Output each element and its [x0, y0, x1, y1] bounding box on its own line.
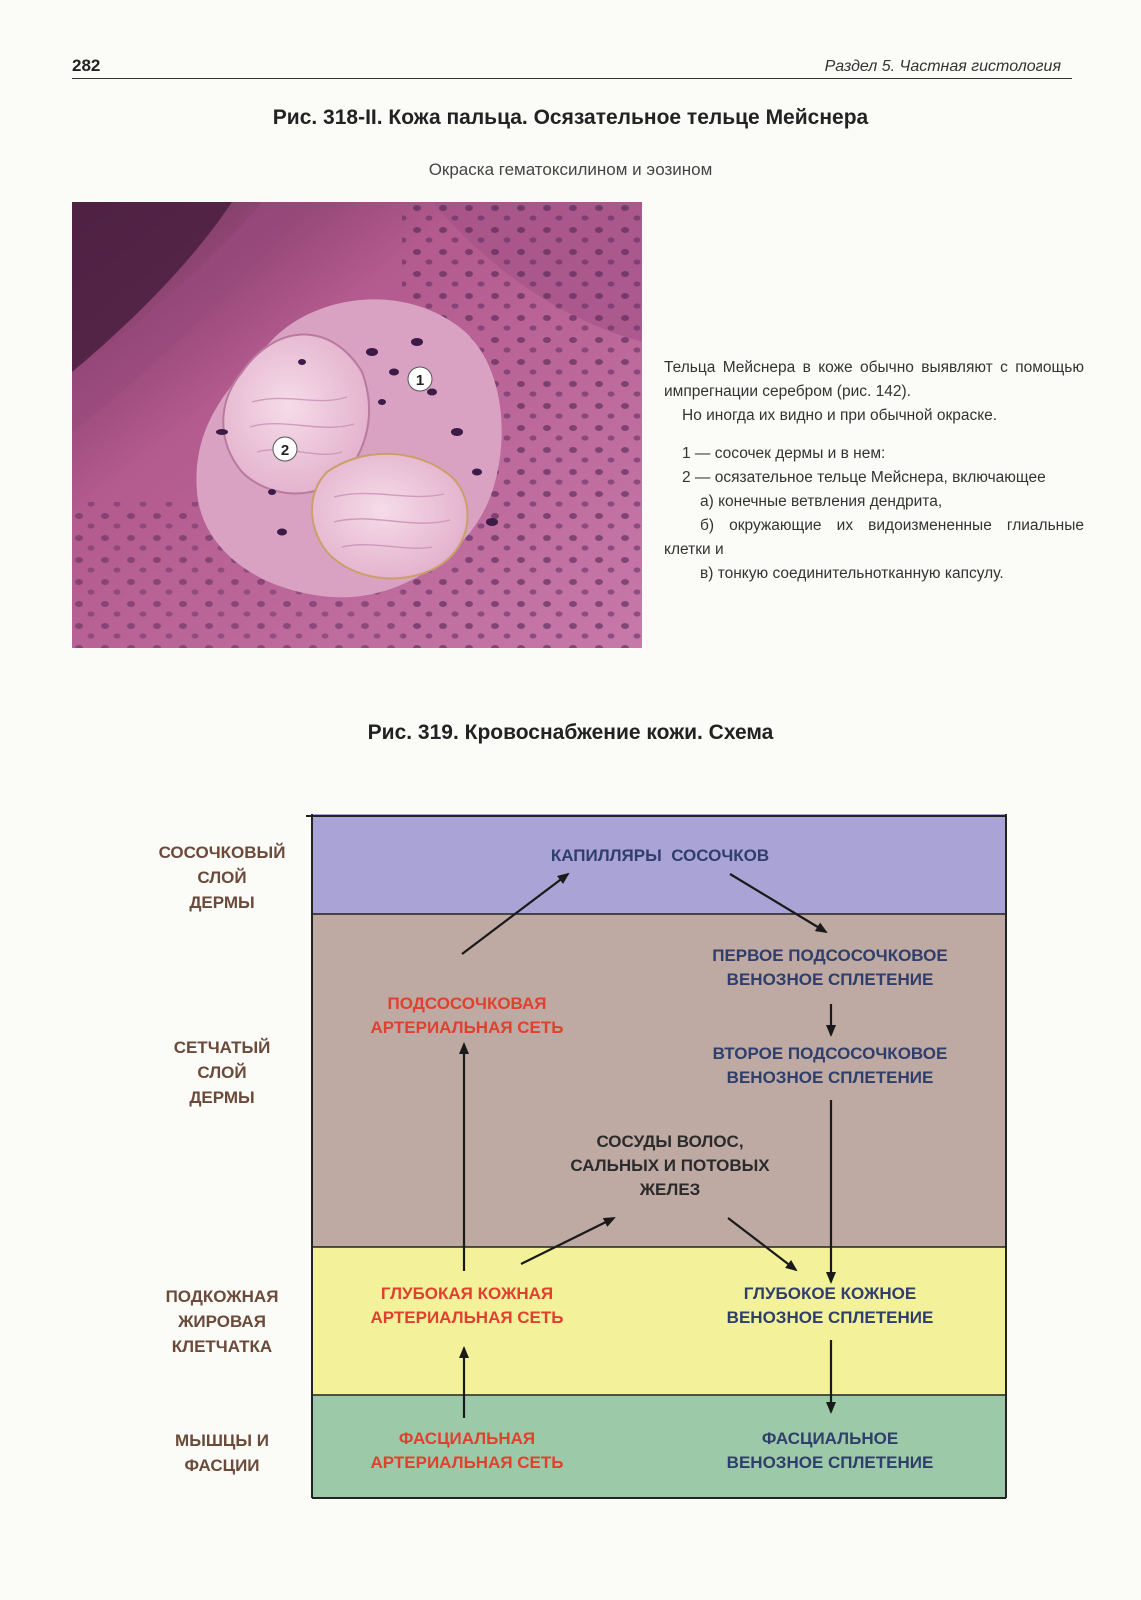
marker-1: 1 — [416, 372, 424, 389]
figure-318-subtitle: Окраска гематоксилином и эозином — [428, 160, 713, 179]
figure-318-caption: Тельца Мейснера в коже обычно выявляют с… — [664, 356, 1084, 586]
arrow-deep-arterial-to-appendages — [520, 1217, 616, 1265]
caption-item-1: 1 — сосочек дермы и в нем: — [682, 445, 886, 462]
node-first-subpapillary-venous-plexus: ПЕРВОЕ ПОДСОСОЧКОВОЕ ВЕНОЗНОЕ СПЛЕТЕНИЕ — [712, 946, 948, 989]
caption-sub-b: б) окружающие их видоизмененные глиальны… — [664, 517, 1084, 558]
node-deep-dermal-venous-plexus: ГЛУБОКОЕ КОЖНОЕ ВЕНОЗНОЕ СПЛЕТЕНИЕ — [726, 1284, 934, 1327]
arrow-capillaries-to-first-venous — [729, 873, 828, 934]
label-muscle-fascia: МЫШЦЫ И ФАСЦИИ — [175, 1431, 269, 1475]
band-subcutaneous — [312, 1247, 1006, 1395]
caption-sub-c: в) тонкую соединительнотканную капсулу. — [700, 565, 1004, 582]
caption-intro-1: Тельца Мейснера в коже обычно выявляют с… — [664, 359, 1084, 400]
node-appendage-vessels: СОСУДЫ ВОЛОС, САЛЬНЫХ И ПОТОВЫХ ЖЕЛЕЗ — [570, 1132, 770, 1199]
node-papillary-capillaries: КАПИЛЛЯРЫ СОСОЧКОВ — [550, 846, 770, 865]
label-papillary-layer: СОСОЧКОВЫЙ СЛОЙ ДЕРМЫ — [158, 843, 286, 912]
caption-sub-a: а) конечные ветвления дендрита, — [700, 493, 943, 510]
micrograph: 1 2 — [72, 202, 642, 648]
page-number: 282 — [72, 56, 101, 75]
figure-318-title: Рис. 318-II. Кожа пальца. Осязательное т… — [272, 106, 869, 129]
label-subcutaneous-fat: ПОДКОЖНАЯ ЖИРОВАЯ КЛЕТЧАТКА — [165, 1287, 279, 1356]
figure-319-title: Рис. 319. Кровоснабжение кожи. Схема — [367, 721, 774, 744]
header-rule — [72, 78, 1072, 79]
node-subpapillary-arterial-network: ПОДСОСОЧКОВАЯ АРТЕРИАЛЬНАЯ СЕТЬ — [370, 994, 564, 1037]
caption-item-2: 2 — осязательное тельце Мейснера, включа… — [682, 469, 1046, 486]
caption-intro-2: Но иногда их видно и при обычной окраске… — [682, 407, 998, 424]
band-reticular — [312, 914, 1006, 1247]
arrow-subpapillary-to-capillaries — [461, 872, 570, 955]
arrow-appendages-to-deep-venous — [727, 1217, 798, 1272]
node-second-subpapillary-venous-plexus: ВТОРОЕ ПОДСОСОЧКОВОЕ ВЕНОЗНОЕ СПЛЕТЕНИЕ — [712, 1044, 948, 1087]
running-head: Раздел 5. Частная гистология — [824, 58, 1061, 75]
node-fascial-arterial-network: ФАСЦИАЛЬНАЯ АРТЕРИАЛЬНАЯ СЕТЬ — [370, 1429, 564, 1472]
band-muscle-fascia — [312, 1395, 1006, 1498]
node-fascial-venous-plexus: ФАСЦИАЛЬНОЕ ВЕНОЗНОЕ СПЛЕТЕНИЕ — [726, 1429, 934, 1472]
node-deep-dermal-arterial-network: ГЛУБОКАЯ КОЖНАЯ АРТЕРИАЛЬНАЯ СЕТЬ — [370, 1284, 564, 1327]
band-papillary — [312, 814, 1006, 914]
marker-2: 2 — [281, 442, 289, 459]
label-reticular-layer: СЕТЧАТЫЙ СЛОЙ ДЕРМЫ — [173, 1038, 271, 1107]
